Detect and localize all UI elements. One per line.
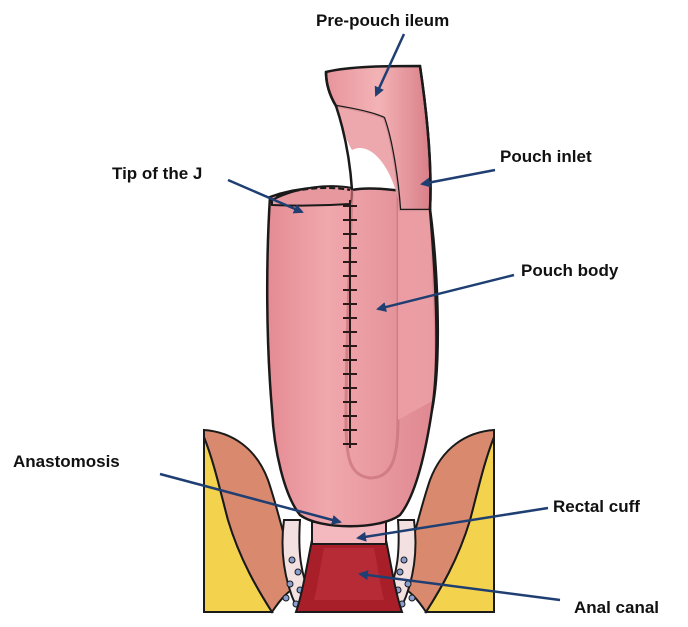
label-anal-canal: Anal canal xyxy=(574,598,659,618)
label-anastomosis: Anastomosis xyxy=(13,452,120,472)
anal-canal-inner xyxy=(314,548,384,600)
label-rectal-cuff: Rectal cuff xyxy=(553,497,640,517)
arrow-pouch-inlet xyxy=(422,170,495,184)
label-tip-of-the-j: Tip of the J xyxy=(112,164,202,184)
label-pouch-inlet: Pouch inlet xyxy=(500,147,592,167)
label-pouch-body: Pouch body xyxy=(521,261,618,281)
label-pre-pouch-ileum: Pre-pouch ileum xyxy=(316,11,449,31)
